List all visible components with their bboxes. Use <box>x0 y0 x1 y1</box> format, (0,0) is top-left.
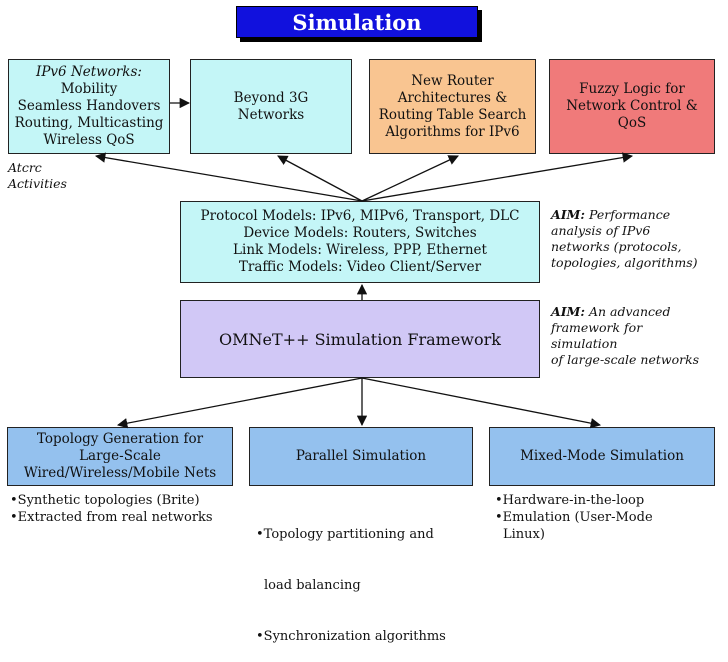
topology-bullet: •Extracted from real networks <box>10 510 213 525</box>
aim-performance-line-1: AIM: Performance <box>551 207 698 223</box>
ipv6-networks-box: IPv6 Networks: Mobility Seamless Handove… <box>8 59 170 154</box>
topology-bullets: •Synthetic topologies (Brite) •Extracted… <box>10 492 213 526</box>
models-lines: Protocol Models: IPv6, MIPv6, Transport,… <box>201 208 520 276</box>
aim-performance-line: topologies, algorithms) <box>551 255 698 270</box>
router-architectures-line: Architectures & <box>397 89 508 106</box>
ipv6-networks-line: Wireless QoS <box>43 132 135 148</box>
arrow-models-to-fuzzy <box>361 152 634 202</box>
aim-label: AIM: <box>551 207 585 222</box>
beyond-3g-box: Beyond 3G Networks <box>190 59 352 154</box>
fuzzy-logic-line: QoS <box>617 115 647 131</box>
models-line: Link Models: Wireless, PPP, Ethernet <box>233 242 487 258</box>
mixed-bullet: •Hardware-in-the-loop <box>495 493 645 508</box>
models-line: Device Models: Routers, Switches <box>243 225 477 241</box>
diagram-title: Simulation Activities <box>236 6 478 67</box>
parallel-bullet: •Synchronization algorithms <box>256 629 446 644</box>
models-line: Protocol Models: IPv6, MIPv6, Transport,… <box>200 208 520 224</box>
fuzzy-logic-line: Fuzzy Logic for <box>579 81 685 97</box>
fuzzy-logic-line: Network Control & <box>566 98 698 114</box>
ipv6-networks-heading: IPv6 Networks: <box>36 64 142 80</box>
ipv6-networks-line: Routing, Multicasting <box>14 115 164 131</box>
router-architectures-lines: New Router Architectures & Routing Table… <box>379 73 527 141</box>
ipv6-networks-line: Mobility <box>60 81 118 97</box>
models-line: Traffic Models: Video Client/Server <box>238 259 482 275</box>
topology-generation-line: Wired/Wireless/Mobile Nets <box>23 465 217 481</box>
router-architectures-line: Algorithms for IPv6 <box>385 123 520 140</box>
arrow-models-to-ipv6 <box>94 152 363 202</box>
arrow-framework-to-mixed <box>361 377 602 429</box>
topology-generation-box: Topology Generation for Large-Scale Wire… <box>7 427 233 486</box>
aim-framework-line: of large-scale networks <box>551 352 700 367</box>
aim-performance-line: networks (protocols, <box>551 239 682 254</box>
arrow-framework-to-topology <box>116 377 363 429</box>
ipv6-networks-line: Seamless Handovers <box>17 98 161 114</box>
topology-generation-lines: Topology Generation for Large-Scale Wire… <box>24 431 216 482</box>
beyond-3g-line: Networks <box>237 106 305 123</box>
ipv6-networks-lines: IPv6 Networks: Mobility Seamless Handove… <box>15 64 164 149</box>
parallel-simulation-label: Parallel Simulation <box>295 448 427 464</box>
aim-framework-line: simulation <box>551 336 618 351</box>
aim-performance-line: analysis of IPv6 <box>551 223 651 238</box>
router-architectures-line: Routing Table Search <box>378 106 527 123</box>
fuzzy-logic-lines: Fuzzy Logic for Network Control & QoS <box>566 81 698 132</box>
atcrc-activities-note: Atcrc Activities <box>8 160 67 192</box>
omnet-framework-label: OMNeT++ Simulation Framework <box>219 329 501 349</box>
router-architectures-box: New Router Architectures & Routing Table… <box>369 59 536 154</box>
aim-performance-text: Performance <box>588 207 671 222</box>
mixed-mode-simulation-box: Mixed-Mode Simulation <box>489 427 715 486</box>
parallel-bullets: •Topology partitioning and load balancin… <box>256 492 446 662</box>
topology-bullet: •Synthetic topologies (Brite) <box>10 493 200 508</box>
arrow-models-to-router <box>361 155 459 202</box>
topology-generation-line: Large-Scale <box>79 448 161 464</box>
omnet-framework-box: OMNeT++ Simulation Framework <box>180 300 540 378</box>
parallel-bullet: •Topology partitioning and <box>256 527 434 542</box>
parallel-bullet: load balancing <box>264 578 361 593</box>
mixed-bullets: •Hardware-in-the-loop •Emulation (User-M… <box>495 492 653 543</box>
aim-performance-note: AIM: Performance analysis of IPv6 networ… <box>551 207 698 271</box>
aim-framework-line: framework for <box>551 320 643 335</box>
topology-generation-line: Topology Generation for <box>36 431 204 447</box>
mixed-bullet: Linux) <box>503 527 545 542</box>
atcrc-note-line: Atcrc <box>8 160 42 175</box>
beyond-3g-lines: Beyond 3G Networks <box>234 90 309 124</box>
parallel-simulation-box: Parallel Simulation <box>249 427 473 486</box>
aim-framework-note: AIM: An advanced framework for simulatio… <box>551 304 699 368</box>
aim-label: AIM: <box>551 304 585 319</box>
beyond-3g-line: Beyond 3G <box>233 89 309 106</box>
arrow-models-to-beyond3g <box>277 155 363 202</box>
atcrc-note-line: Activities <box>8 176 67 191</box>
mixed-mode-simulation-label: Mixed-Mode Simulation <box>520 448 684 464</box>
aim-framework-text: An advanced <box>588 304 671 319</box>
router-architectures-line: New Router <box>411 72 494 89</box>
fuzzy-logic-box: Fuzzy Logic for Network Control & QoS <box>549 59 715 154</box>
models-box: Protocol Models: IPv6, MIPv6, Transport,… <box>180 201 540 283</box>
aim-framework-line-1: AIM: An advanced <box>551 304 699 320</box>
mixed-bullet: •Emulation (User-Mode <box>495 510 653 525</box>
